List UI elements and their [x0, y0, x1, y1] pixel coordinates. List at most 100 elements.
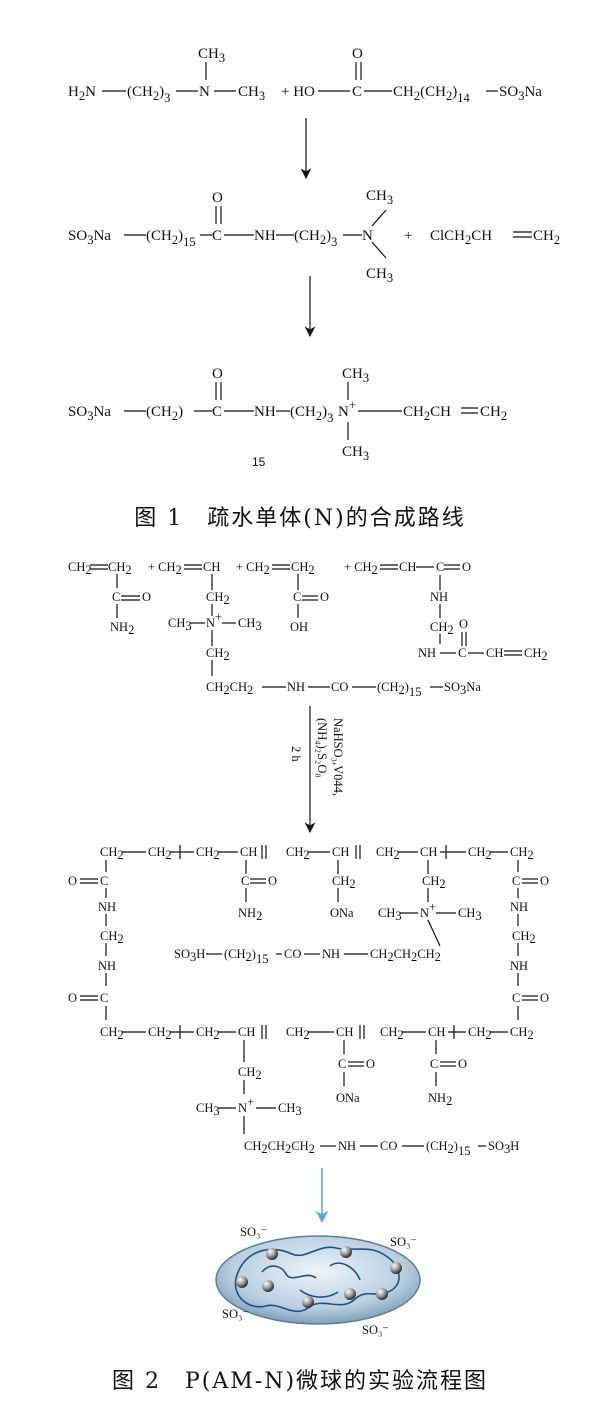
svg-text:+ CH2: + CH2: [236, 560, 270, 577]
svg-text:15: 15: [252, 455, 266, 469]
svg-text:CH: CH: [486, 646, 503, 660]
svg-text:N+: N+: [420, 900, 436, 920]
svg-text:CH: CH: [203, 560, 220, 574]
svg-text:CH2: CH2: [291, 560, 315, 577]
svg-text:O: O: [142, 590, 151, 604]
svg-text:CH2: CH2: [100, 845, 124, 862]
svg-text:O: O: [212, 190, 223, 206]
svg-text:CH2: CH2: [196, 1025, 220, 1042]
svg-text:CH: CH: [238, 1025, 255, 1039]
svg-text:N: N: [199, 84, 210, 100]
svg-text:O: O: [212, 366, 223, 382]
svg-text:CH2: CH2: [100, 929, 124, 946]
svg-text:CH3: CH3: [168, 616, 192, 633]
svg-text:N+: N+: [238, 1095, 254, 1115]
svg-text:(CH2)15: (CH2)15: [377, 680, 421, 699]
svg-text:(CH2)15: (CH2)15: [146, 228, 196, 249]
svg-text:CO: CO: [380, 1139, 397, 1153]
svg-text:C: C: [512, 874, 520, 888]
microsphere: [215, 1235, 421, 1325]
monomer-crosslinker: + CH2 CH C O NH CH2 NH C O CH CH2: [344, 560, 548, 663]
polymer-structure: CH2 CH2 CH2 CH CH2 CH CH2 CH CH2 CH2 C O…: [68, 845, 549, 1158]
svg-text:CH3: CH3: [342, 366, 369, 385]
svg-text:CH3: CH3: [198, 46, 225, 65]
svg-text:CH: CH: [332, 845, 349, 859]
svg-text:+ CH2: + CH2: [344, 560, 378, 577]
svg-text:O: O: [366, 1057, 375, 1071]
svg-text:CH2: CH2: [286, 1025, 310, 1042]
svg-text:C: C: [100, 874, 108, 888]
svg-text:CH2: CH2: [512, 929, 536, 946]
svg-text:NH: NH: [254, 404, 276, 420]
svg-text:(CH2)15: (CH2)15: [426, 1139, 470, 1158]
svg-text:CH2CH2CH2: CH2CH2CH2: [244, 1139, 315, 1156]
svg-text:CH3: CH3: [238, 616, 262, 633]
monomer-acrylamide: CH2 CH2 C O NH2: [68, 560, 151, 637]
svg-text:C: C: [458, 646, 466, 660]
svg-text:CH2: CH2: [430, 620, 454, 637]
svg-text:CH: CH: [428, 1025, 445, 1039]
svg-text:(CH2)3: (CH2)3: [290, 404, 333, 425]
svg-text:CH2: CH2: [332, 874, 356, 891]
svg-text:NH: NH: [98, 900, 116, 914]
svg-text:C: C: [430, 1057, 438, 1071]
svg-text:C: C: [212, 404, 222, 420]
svg-text:C: C: [212, 228, 222, 244]
svg-text:CH3: CH3: [342, 444, 369, 463]
svg-text:NH: NH: [510, 900, 528, 914]
condition-initiator-2: (NH₄)₂S₂O₈: [315, 718, 329, 778]
svg-text:ONa: ONa: [336, 1091, 360, 1105]
svg-text:O: O: [68, 874, 77, 888]
svg-text:NH: NH: [287, 680, 305, 694]
microsphere-label-tl: SO₃⁻: [240, 1225, 267, 1239]
svg-text:SO3H: SO3H: [488, 1139, 519, 1156]
svg-text:CH2(CH2)14: CH2(CH2)14: [393, 84, 470, 105]
svg-text:(CH2): (CH2): [146, 404, 183, 423]
svg-text:O: O: [458, 1057, 467, 1071]
svg-text:CH2: CH2: [533, 228, 560, 247]
svg-text:CH2: CH2: [108, 560, 132, 577]
svg-text:NH: NH: [98, 959, 116, 973]
svg-text:C: C: [112, 590, 120, 604]
svg-text:N+: N+: [206, 610, 222, 630]
svg-text:CH2: CH2: [510, 1025, 534, 1042]
condition-initiator-1: NaHSO₃,V044,: [331, 718, 345, 796]
svg-text:CH2: CH2: [238, 1065, 262, 1082]
svg-text:CO: CO: [331, 680, 348, 694]
svg-text:CH2: CH2: [148, 1025, 172, 1042]
svg-text:CH3: CH3: [278, 1101, 302, 1118]
svg-text:NH: NH: [510, 959, 528, 973]
svg-text:SO3Na: SO3Na: [444, 680, 481, 697]
svg-text:C: C: [352, 84, 362, 100]
svg-text:C: C: [293, 590, 301, 604]
svg-text:CH2: CH2: [510, 845, 534, 862]
svg-text:NH: NH: [254, 228, 276, 244]
svg-text:CH: CH: [240, 845, 257, 859]
svg-text:CH3: CH3: [366, 188, 393, 207]
svg-text:CH2: CH2: [468, 1025, 492, 1042]
svg-text:CH3: CH3: [196, 1101, 220, 1118]
svg-text:O: O: [540, 991, 549, 1005]
svg-text:+: +: [404, 228, 412, 244]
svg-text:NH: NH: [322, 947, 340, 961]
svg-text:NH2: NH2: [238, 906, 262, 923]
microsphere-label-tr: SO₃⁻: [390, 1235, 417, 1249]
microsphere-label-br: SO₃⁻: [362, 1323, 389, 1337]
figure1-product: SO3Na (CH2) C O NH (CH2)3 N+ CH3 CH3 CH2…: [68, 366, 507, 469]
microsphere-label-bl: SO₃⁻: [222, 1307, 249, 1321]
svg-text:C: C: [436, 560, 444, 574]
svg-text:CH2: CH2: [68, 560, 92, 577]
svg-text:OH: OH: [290, 620, 308, 634]
svg-text:O: O: [268, 874, 277, 888]
condition-time: 2 h: [289, 746, 303, 762]
svg-text:CH2: CH2: [380, 1025, 404, 1042]
svg-text:CH: CH: [336, 1025, 353, 1039]
svg-text:CH2: CH2: [148, 845, 172, 862]
svg-text:CH2: CH2: [524, 646, 548, 663]
svg-text:CH: CH: [399, 560, 416, 574]
svg-text:O: O: [540, 874, 549, 888]
svg-text:SO3Na: SO3Na: [68, 228, 111, 247]
svg-text:CO: CO: [284, 947, 301, 961]
svg-text:CH2: CH2: [100, 1025, 124, 1042]
